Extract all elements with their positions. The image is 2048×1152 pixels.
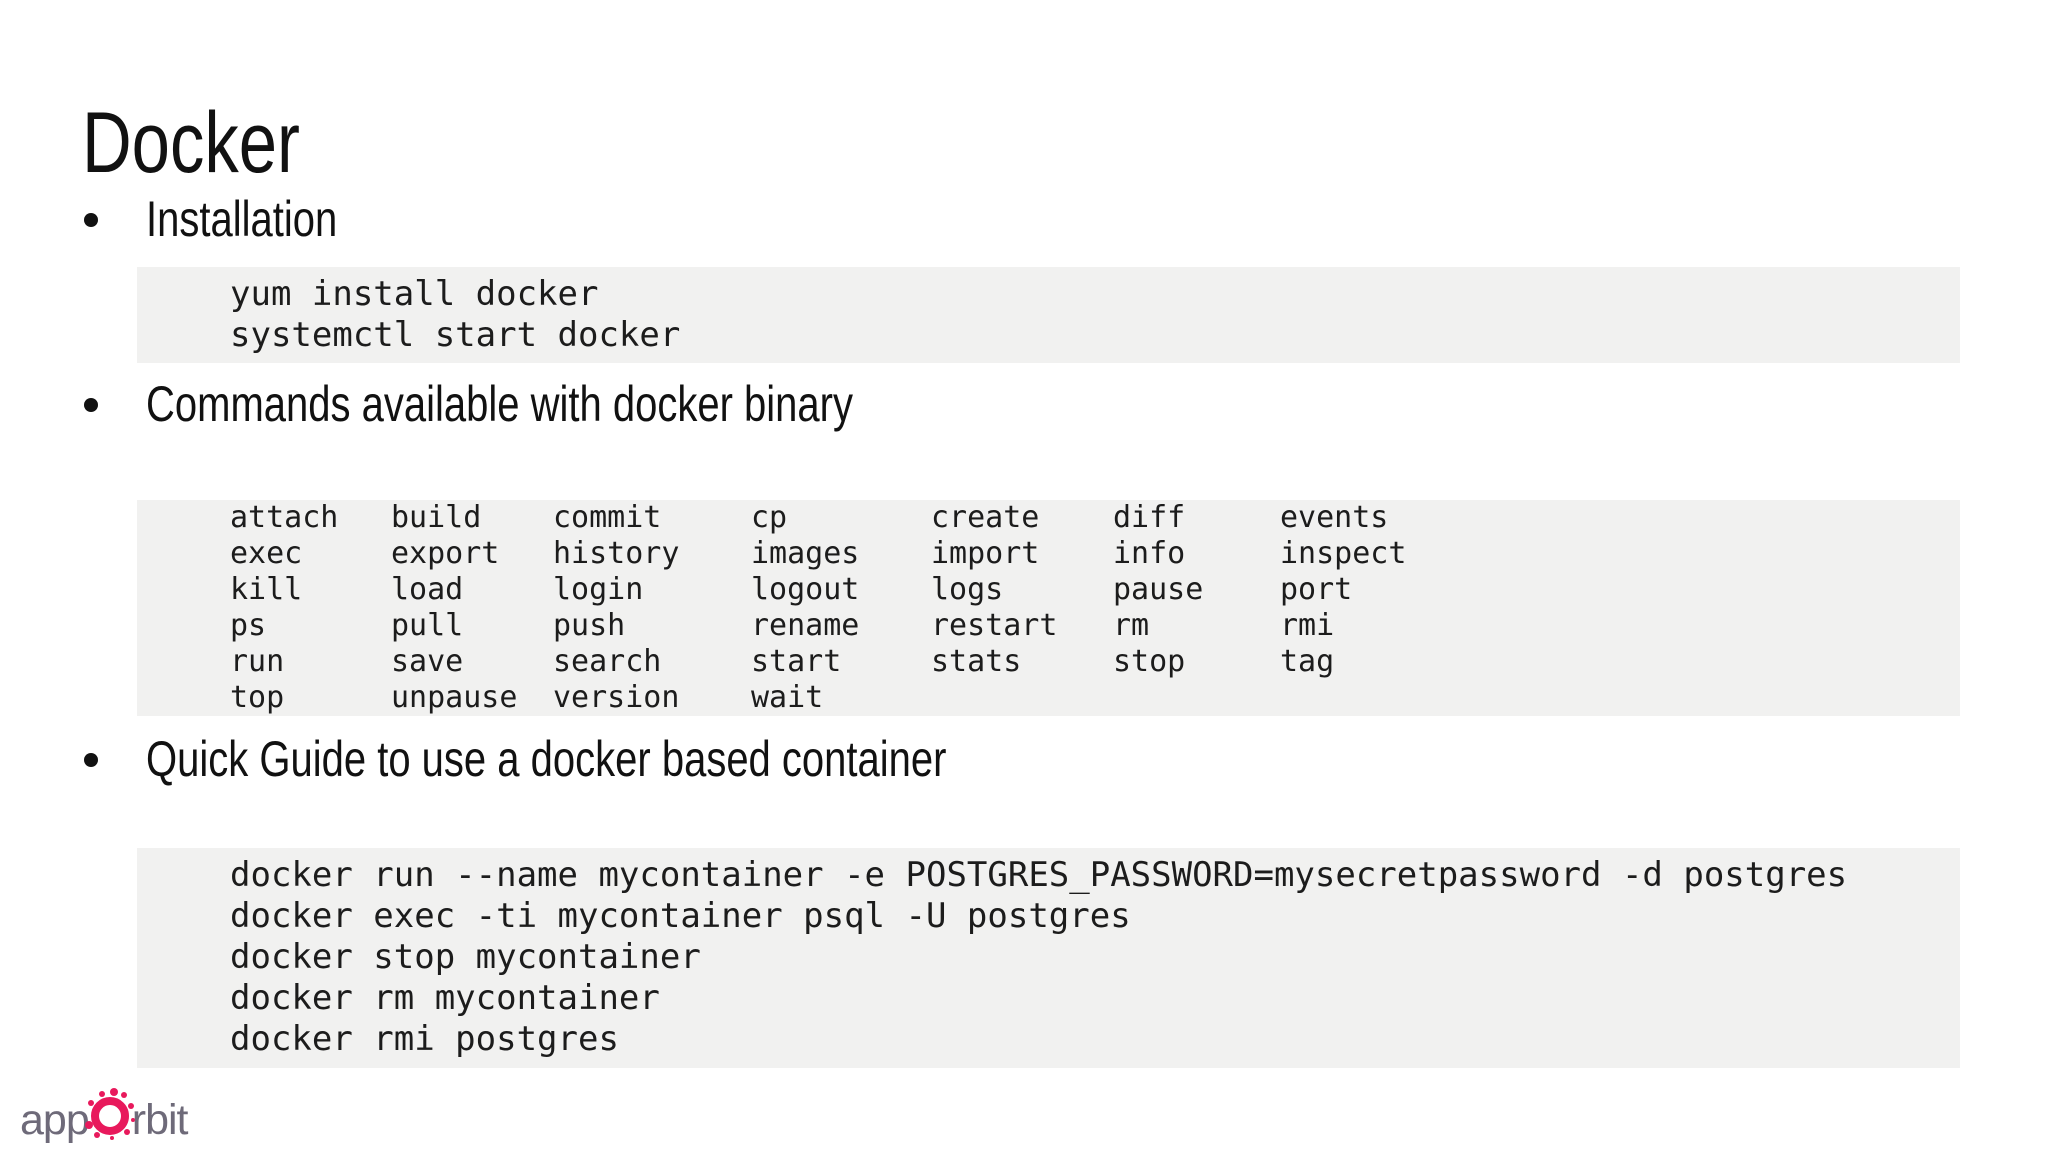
code-line: docker exec -ti mycontainer psql -U post… [230, 896, 1131, 936]
bullet-quick-guide: Quick Guide to use a docker based contai… [84, 729, 1147, 789]
bullet-icon [84, 398, 98, 412]
command-cell: info [1113, 536, 1186, 571]
command-cell: inspect [1280, 536, 1407, 571]
command-cell: create [931, 500, 1040, 535]
bullet-commands: Commands available with docker binary [84, 374, 1030, 434]
code-line: docker rm mycontainer [230, 978, 660, 1018]
code-line: docker rmi postgres [230, 1019, 619, 1059]
command-cell: port [1280, 572, 1353, 607]
slide-title: Docker [82, 94, 300, 191]
command-cell: exec [230, 536, 303, 571]
logo-text-app: app [20, 1096, 90, 1144]
command-cell: cp [751, 500, 788, 535]
command-cell: history [553, 536, 680, 571]
bullet-quick-guide-label: Quick Guide to use a docker based contai… [146, 731, 947, 787]
command-cell: import [931, 536, 1040, 571]
command-cell: rmi [1280, 608, 1335, 643]
command-cell: rm [1113, 608, 1150, 643]
code-line: systemctl start docker [230, 315, 681, 355]
command-cell: rename [751, 608, 860, 643]
command-cell: login [553, 572, 644, 607]
command-cell: run [230, 644, 285, 679]
command-cell: pull [391, 608, 464, 643]
command-cell: stop [1113, 644, 1186, 679]
command-cell: diff [1113, 500, 1186, 535]
code-block-install: yum install docker systemctl start docke… [137, 267, 1960, 363]
command-cell: unpause [391, 680, 518, 715]
code-line: yum install docker [230, 274, 599, 314]
bullet-commands-label: Commands available with docker binary [146, 376, 853, 432]
command-cell: push [553, 608, 626, 643]
logo-text-rbit: rbit [131, 1096, 189, 1144]
command-cell: events [1280, 500, 1389, 535]
code-block-commands: attach build commit cp create diff event… [137, 500, 1960, 716]
command-cell: start [751, 644, 842, 679]
command-cell: commit [553, 500, 662, 535]
command-cell [1280, 680, 1960, 716]
code-line: docker stop mycontainer [230, 937, 701, 977]
command-cell: logs [931, 572, 1004, 607]
apporbit-logo: app rbit [20, 1096, 189, 1144]
command-cell: version [553, 680, 680, 715]
command-cell [1113, 680, 1280, 716]
command-cell: pause [1113, 572, 1204, 607]
command-cell [931, 680, 1113, 716]
bullet-icon [84, 213, 98, 227]
code-block-quick-guide: docker run --name mycontainer -e POSTGRE… [137, 848, 1960, 1068]
logo-o-splatter-icon [90, 1097, 129, 1135]
code-line: docker run --name mycontainer -e POSTGRE… [230, 855, 1848, 895]
command-cell: build [391, 500, 482, 535]
command-cell: images [751, 536, 860, 571]
bullet-installation: Installation [84, 189, 385, 249]
command-cell: save [391, 644, 464, 679]
command-cell: logout [751, 572, 860, 607]
bullet-icon [84, 753, 98, 767]
command-cell: wait [751, 680, 824, 715]
command-cell: load [391, 572, 464, 607]
command-cell: restart [931, 608, 1058, 643]
command-cell: stats [931, 644, 1022, 679]
command-cell: kill [230, 572, 303, 607]
command-cell: export [391, 536, 500, 571]
command-cell: search [553, 644, 662, 679]
command-cell: top [230, 680, 285, 715]
command-cell: attach [230, 500, 339, 535]
command-cell: tag [1280, 644, 1335, 679]
command-cell: ps [230, 608, 267, 643]
bullet-installation-label: Installation [146, 191, 338, 247]
